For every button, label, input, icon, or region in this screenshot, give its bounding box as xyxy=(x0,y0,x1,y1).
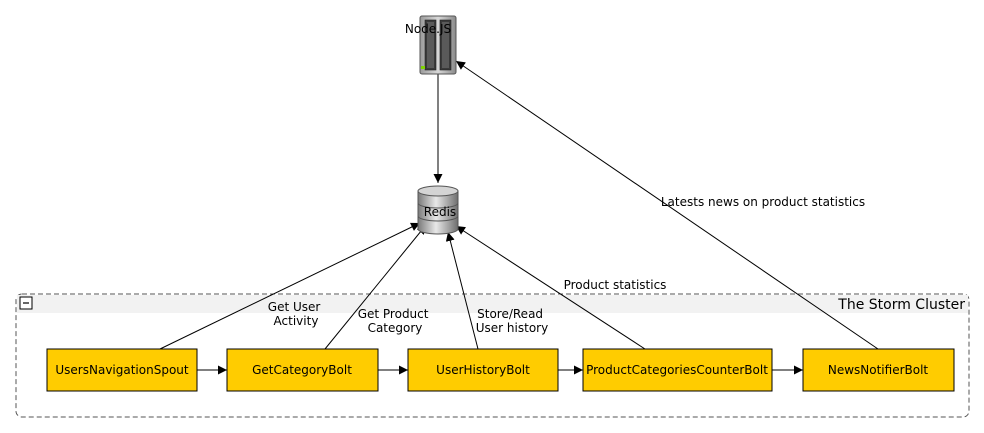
label-store-read-line2: User history xyxy=(476,321,548,335)
component-label: UsersNavigationSpout xyxy=(55,363,189,377)
component-label: GetCategoryBolt xyxy=(252,363,352,377)
edges xyxy=(159,60,879,375)
cluster-collapse-button[interactable] xyxy=(19,296,33,310)
edge-history-redis xyxy=(445,231,479,350)
label-get-user-activity: Get User Activity xyxy=(268,300,324,328)
label-get-user-activity-line2: Activity xyxy=(274,314,319,328)
label-get-user-activity-line1: Get User xyxy=(268,300,321,314)
label-get-product-category-line1: Get Product xyxy=(358,307,429,321)
redis-label: Redis xyxy=(424,205,456,219)
label-product-statistics: Product statistics xyxy=(564,278,667,292)
component-users-navigation-spout[interactable]: UsersNavigationSpout xyxy=(46,348,198,392)
edge-spout-redis xyxy=(159,222,421,350)
redis-database[interactable]: Redis xyxy=(417,185,459,235)
label-get-product-category-line2: Category xyxy=(368,321,423,335)
label-store-read-line1: Store/Read xyxy=(477,307,543,321)
component-news-notifier-bolt[interactable]: NewsNotifierBolt xyxy=(802,348,955,392)
label-latest-news: Latests news on product statistics xyxy=(661,195,865,209)
server-icon xyxy=(419,15,457,75)
component-label: UserHistoryBolt xyxy=(436,363,530,377)
nodejs-server[interactable]: Node.JS xyxy=(405,15,457,75)
nodejs-label: Node.JS xyxy=(405,22,451,36)
edge-news-nodejs xyxy=(455,60,879,350)
cluster-header xyxy=(17,295,968,313)
database-icon xyxy=(417,185,459,235)
edge-labels: Get User Activity Get Product Category S… xyxy=(268,195,865,335)
component-get-category-bolt[interactable]: GetCategoryBolt xyxy=(226,348,379,392)
component-user-history-bolt[interactable]: UserHistoryBolt xyxy=(407,348,559,392)
edge-counter-redis xyxy=(455,225,646,350)
cluster-title: The Storm Cluster xyxy=(837,297,965,313)
edge-category-redis xyxy=(324,224,427,350)
label-get-product-category: Get Product Category xyxy=(358,307,433,335)
label-store-read-user-history: Store/Read User history xyxy=(476,307,548,335)
component-label: NewsNotifierBolt xyxy=(828,363,929,377)
component-label: ProductCategoriesCounterBolt xyxy=(586,363,768,377)
component-product-categories-counter-bolt[interactable]: ProductCategoriesCounterBolt xyxy=(582,348,773,392)
